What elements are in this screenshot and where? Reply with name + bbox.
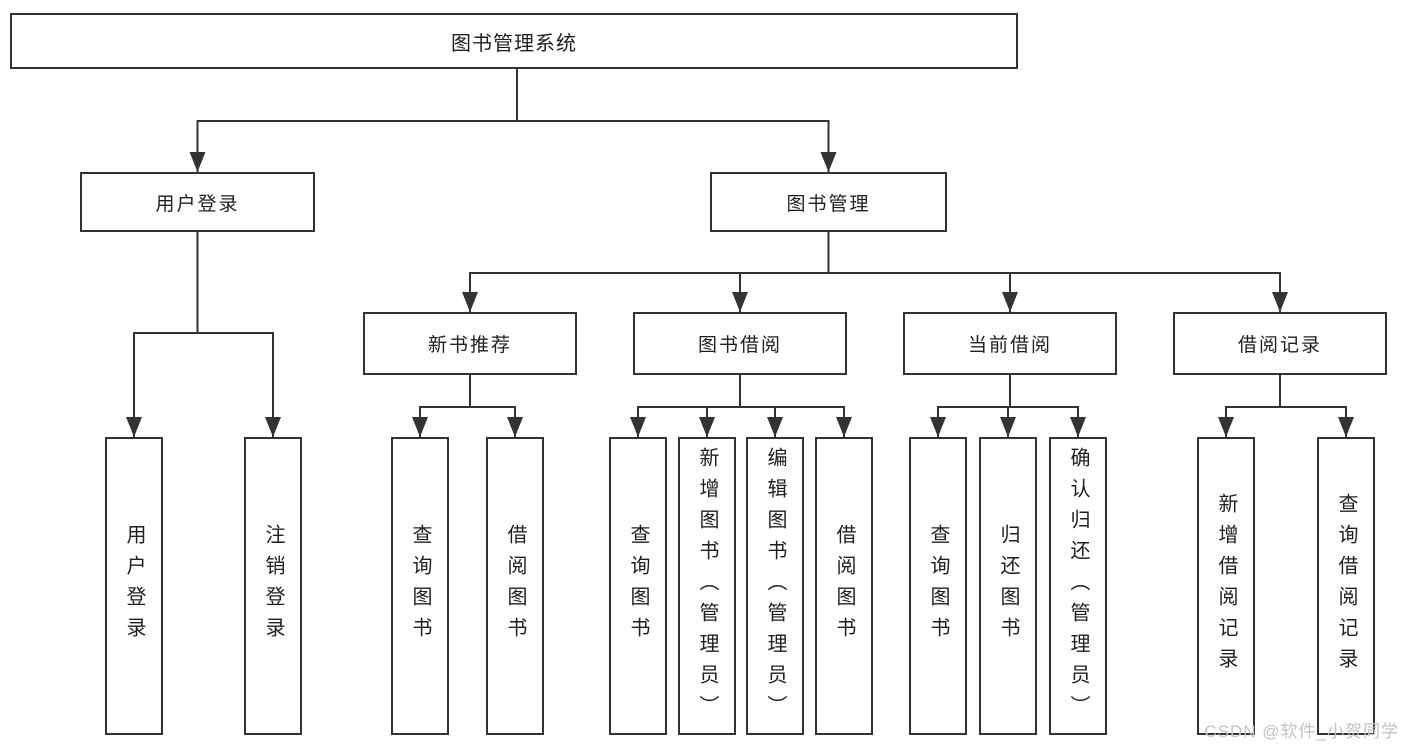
node-label: 归还图书 bbox=[997, 524, 1019, 648]
node-label: 当前借阅 bbox=[967, 335, 1052, 356]
leaf-return-book: 归还图书 bbox=[979, 437, 1037, 735]
node-book-management: 图书管理 bbox=[710, 172, 947, 232]
node-label: 借阅图书 bbox=[833, 524, 855, 648]
leaf-user-login: 用户登录 bbox=[105, 437, 163, 735]
node-book-borrowing: 图书借阅 bbox=[633, 312, 847, 375]
leaf-borrow-books-borrowing: 借阅图书 bbox=[815, 437, 873, 735]
node-label: 新增图书（管理员） bbox=[696, 446, 718, 726]
node-current-borrowing: 当前借阅 bbox=[903, 312, 1117, 375]
node-user-login: 用户登录 bbox=[80, 172, 315, 232]
node-label: 新书推荐 bbox=[427, 335, 512, 356]
node-label: 用户登录 bbox=[155, 193, 240, 215]
node-label: 查询图书 bbox=[927, 524, 949, 648]
node-label: 用户登录 bbox=[123, 524, 145, 648]
node-label: 借阅记录 bbox=[1237, 335, 1322, 356]
leaf-query-books-borrowing: 查询图书 bbox=[609, 437, 667, 735]
node-library-system: 图书管理系统 bbox=[10, 13, 1018, 69]
node-new-book-recommend: 新书推荐 bbox=[363, 312, 577, 375]
leaf-confirm-return-admin: 确认归还（管理员） bbox=[1049, 437, 1107, 735]
node-label: 编辑图书（管理员） bbox=[764, 446, 786, 726]
node-label: 图书借阅 bbox=[697, 335, 782, 356]
leaf-add-borrow-record: 新增借阅记录 bbox=[1197, 437, 1255, 735]
node-label: 查询借阅记录 bbox=[1335, 493, 1357, 679]
node-label: 图书管理 bbox=[786, 193, 871, 215]
leaf-borrow-books-recommend: 借阅图书 bbox=[486, 437, 544, 735]
node-label: 注销登录 bbox=[262, 524, 284, 648]
node-borrowing-records: 借阅记录 bbox=[1173, 312, 1387, 375]
node-label: 查询图书 bbox=[627, 524, 649, 648]
node-label: 查询图书 bbox=[409, 524, 431, 648]
node-label: 借阅图书 bbox=[504, 524, 526, 648]
leaf-query-borrow-record: 查询借阅记录 bbox=[1317, 437, 1375, 735]
csdn-watermark: CSDN @软件_小贺同学 bbox=[1204, 722, 1399, 741]
node-label: 图书管理系统 bbox=[451, 32, 577, 55]
leaf-query-books-recommend: 查询图书 bbox=[391, 437, 449, 735]
leaf-logout: 注销登录 bbox=[244, 437, 302, 735]
node-label: 确认归还（管理员） bbox=[1067, 446, 1089, 726]
arrowhead-icons bbox=[126, 152, 1354, 437]
node-label: 新增借阅记录 bbox=[1215, 493, 1237, 679]
leaf-add-book-admin: 新增图书（管理员） bbox=[678, 437, 736, 735]
leaf-edit-book-admin: 编辑图书（管理员） bbox=[746, 437, 804, 735]
leaf-query-books-current: 查询图书 bbox=[909, 437, 967, 735]
